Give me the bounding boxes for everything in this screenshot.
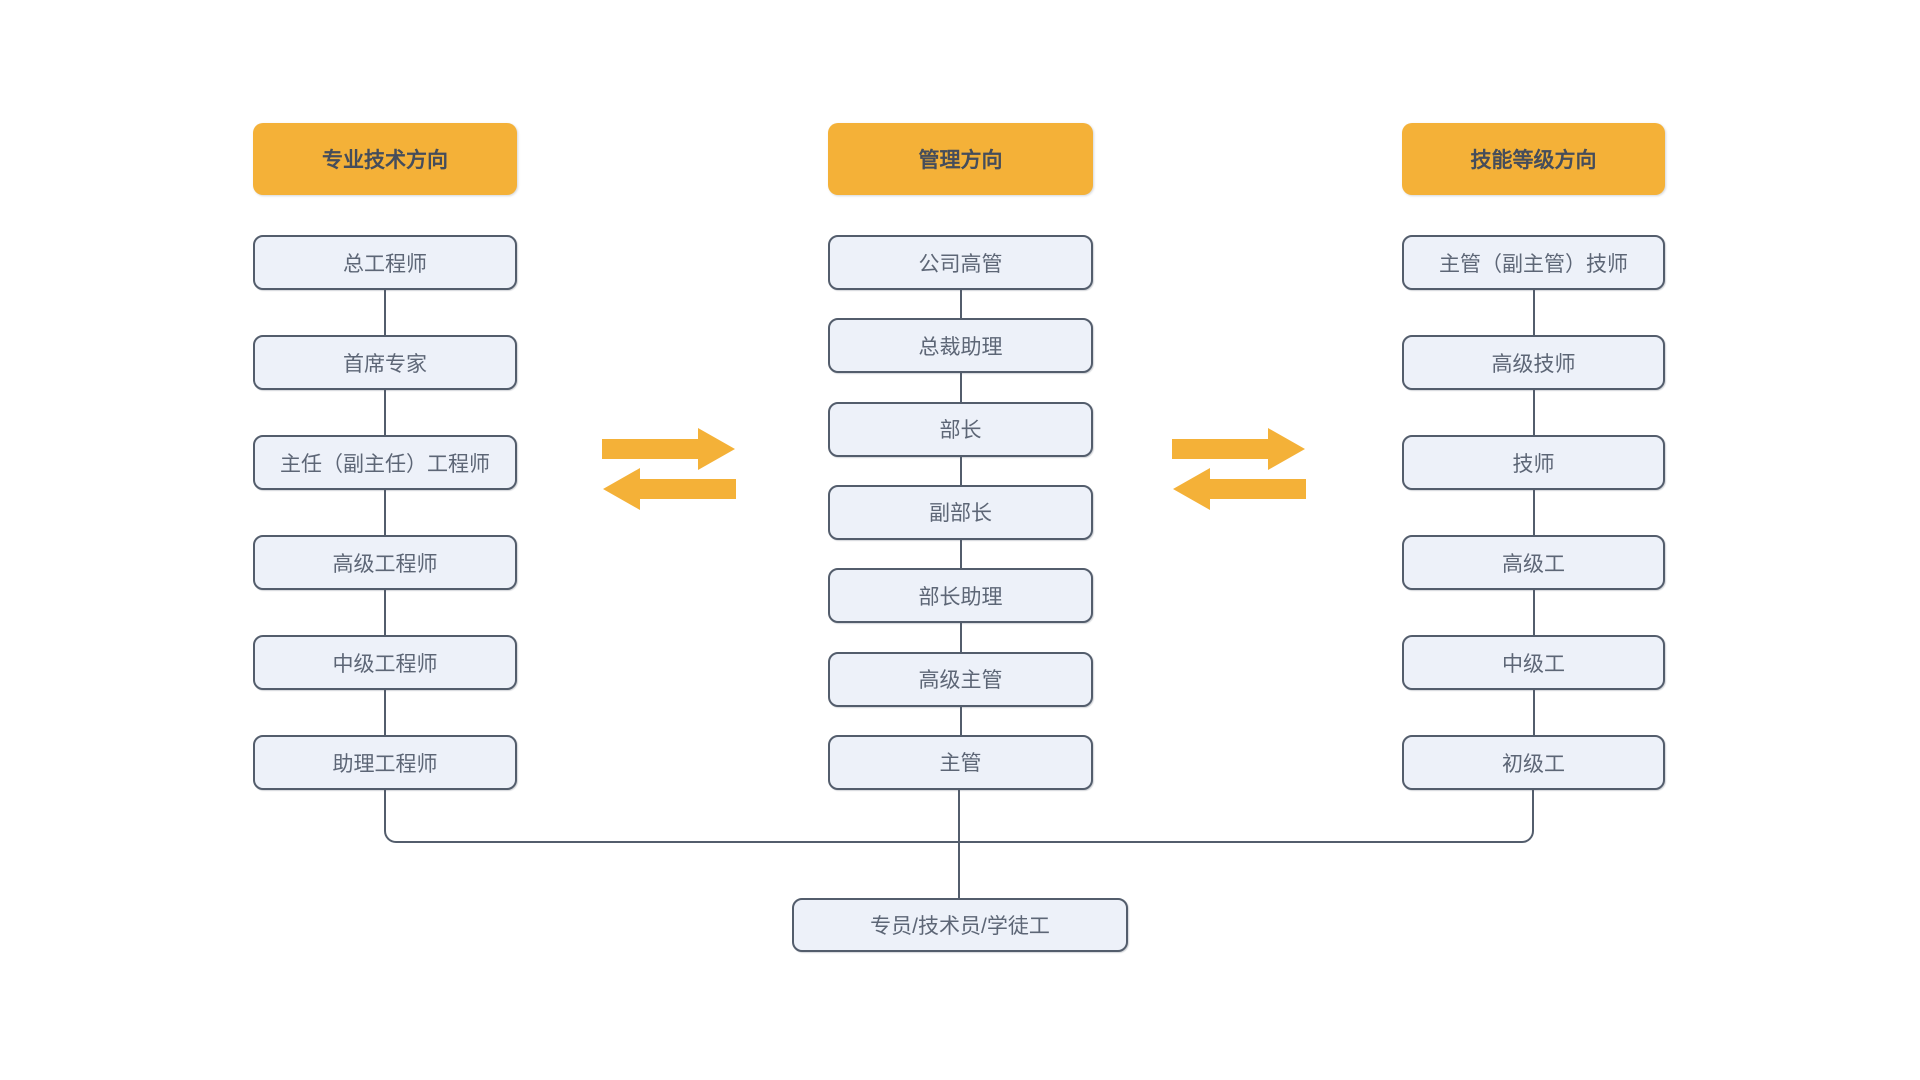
diagram-node: 高级主管: [828, 651, 1093, 707]
base-node: 专员/技术员/学徒工: [792, 898, 1128, 952]
diagram-node: 副部长: [828, 484, 1093, 540]
diagram-node: 主管: [828, 734, 1093, 790]
column-skill-track: 技能等级方向 主管（副主管）技师 高级技师 技师 高级工 中级工 初级工: [1402, 123, 1665, 790]
diagram-node: 总工程师: [253, 235, 517, 290]
diagram-node: 技师: [1402, 435, 1665, 490]
diagram-node: 首席专家: [253, 335, 517, 390]
exchange-arrows-icon: [1172, 428, 1306, 510]
column-professional-track: 专业技术方向 总工程师 首席专家 主任（副主任）工程师 高级工程师 中级工程师 …: [253, 123, 517, 790]
diagram-node: 高级工: [1402, 535, 1665, 590]
diagram-node: 中级工: [1402, 635, 1665, 690]
diagram-node: 高级技师: [1402, 335, 1665, 390]
column-management-track: 管理方向 公司高管 总裁助理 部长 副部长 部长助理 高级主管 主管: [828, 123, 1093, 790]
diagram-node: 初级工: [1402, 735, 1665, 790]
connector-line: [959, 790, 1534, 843]
diagram-node: 中级工程师: [253, 635, 517, 690]
diagram-node: 部长: [828, 401, 1093, 457]
node-list: 总工程师 首席专家 主任（副主任）工程师 高级工程师 中级工程师 助理工程师: [253, 235, 517, 790]
node-list: 公司高管 总裁助理 部长 副部长 部长助理 高级主管 主管: [828, 235, 1093, 790]
connector-line: [384, 262, 386, 763]
diagram-node: 部长助理: [828, 568, 1093, 624]
column-header: 专业技术方向: [253, 123, 517, 195]
connector-line: [958, 790, 960, 898]
connector-line: [384, 790, 959, 843]
diagram-node: 主管（副主管）技师: [1402, 235, 1665, 290]
exchange-arrows-icon: [602, 428, 736, 510]
diagram-node: 助理工程师: [253, 735, 517, 790]
column-header: 管理方向: [828, 123, 1093, 195]
node-list: 主管（副主管）技师 高级技师 技师 高级工 中级工 初级工: [1402, 235, 1665, 790]
diagram-node: 主任（副主任）工程师: [253, 435, 517, 490]
connector-line: [1532, 262, 1535, 763]
diagram-node: 总裁助理: [828, 318, 1093, 374]
diagram-node: 公司高管: [828, 235, 1093, 290]
diagram-node: 高级工程师: [253, 535, 517, 590]
column-header: 技能等级方向: [1402, 123, 1665, 195]
